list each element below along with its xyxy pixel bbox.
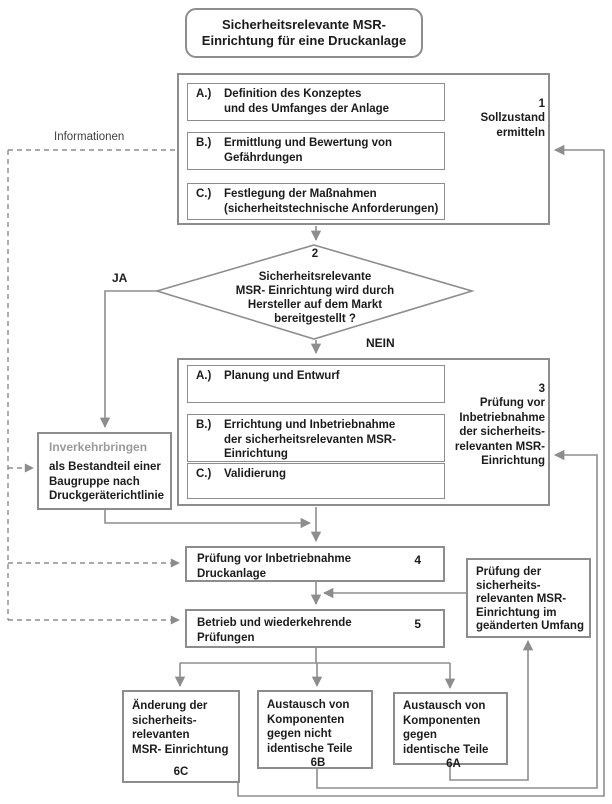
box6b: Austausch von Komponenten gegen nicht id… <box>257 690 373 769</box>
phase1-step-c-text: Festlegung der Maßnahmen (sicherheitstec… <box>224 188 439 215</box>
box4-text: Prüfung vor Inbetriebnahme Druckanlage <box>197 553 351 580</box>
phase3-step-c-box: C.) Validierung <box>187 463 445 499</box>
phase3-step-b-box: B.) Errichtung und Inbetriebnahme der si… <box>187 414 445 462</box>
inverkehrbringen-box: Inverkehrbringen als Bestandteil einer B… <box>37 432 172 510</box>
decision-text: Sicherheitsrelevante MSR- Einrichtung wi… <box>235 271 395 325</box>
box5-text: Betrieb und wiederkehrende Prüfungen <box>197 617 352 644</box>
phase1-number: 1 <box>538 97 545 110</box>
decision-number: 2 <box>311 248 319 260</box>
decision-diamond-shape <box>154 244 475 340</box>
phase1-step-b-box: B.) Ermittlung und Bewertung von Gefährd… <box>187 132 445 170</box>
connector-inverkehr-join <box>104 510 312 529</box>
informationen-label: Informationen <box>54 131 125 143</box>
connector-feedback-6b <box>316 449 598 789</box>
phase3-step-c-text: Validierung <box>224 468 286 480</box>
box6a-text: Austausch von Komponenten gegen identisc… <box>403 700 489 756</box>
box4-number: 4 <box>414 553 421 567</box>
phase1-step-b-label: B.) <box>196 137 212 149</box>
decision-yes-label: JA <box>112 271 128 285</box>
inverkehrbringen-text: als Bestandteil einer Baugruppe nach Dru… <box>49 461 165 502</box>
box5: Betrieb und wiederkehrende Prüfungen 5 <box>185 609 445 648</box>
connector-ja-path <box>99 290 157 429</box>
box6c-number: 6C <box>173 766 189 778</box>
connector-feedback-6a <box>449 639 534 781</box>
box6c: Änderung der sicherheits- relevanten MSR… <box>122 690 240 783</box>
phase3-side-text: Prüfung vor Inbetriebnahme der sicherhei… <box>454 397 545 467</box>
box4: Prüfung vor Inbetriebnahme Druckanlage 4 <box>185 546 445 582</box>
box6b-number: 6B <box>310 757 326 769</box>
phase1-step-a-label: A.) <box>196 88 212 100</box>
box6a: Austausch von Komponenten gegen identisc… <box>393 692 508 770</box>
decision-no-label: NEIN <box>366 336 395 350</box>
phase3-number: 3 <box>538 382 545 395</box>
phase3-step-b-text: Errichtung und Inbetriebnahme der sicher… <box>224 419 396 460</box>
changed-scope-box: Prüfung der sicherheits- relevanten MSR-… <box>466 558 591 638</box>
phase3-step-b-label: B.) <box>196 419 212 431</box>
inverkehrbringen-title: Inverkehrbringen <box>49 440 148 454</box>
phase1-step-c-box: C.) Festlegung der Maßnahmen (sicherheit… <box>187 183 445 220</box>
box6b-text: Austausch von Komponenten gegen nicht id… <box>267 699 353 755</box>
title-box: Sicherheitsrelevante MSR- Einrichtung fü… <box>185 8 423 58</box>
box6c-text: Änderung der sicherheits- relevanten MSR… <box>132 700 229 756</box>
phase3-step-a-text: Planung und Entwurf <box>224 370 340 382</box>
phase1-side-text: Sollzustand ermitteln <box>480 112 545 139</box>
phase1-step-b-text: Ermittlung und Bewertung von Gefährdunge… <box>224 137 393 164</box>
phase3-step-a-box: A.) Planung und Entwurf <box>187 365 445 403</box>
phase1-step-a-text: Definition des Konzeptes und des Umfange… <box>224 88 390 115</box>
box6a-number: 6A <box>446 758 461 770</box>
phase1-step-c-label: C.) <box>196 188 212 200</box>
phase3-step-c-label: C.) <box>196 468 212 480</box>
box5-number: 5 <box>414 617 421 631</box>
phase3-step-a-label: A.) <box>196 370 212 382</box>
connector-feedback-6c <box>237 144 605 797</box>
changed-scope-text: Prüfung der sicherheits- relevanten MSR-… <box>476 566 584 632</box>
phase1-step-a-box: A.) Definition des Konzeptes und des Umf… <box>187 83 445 121</box>
